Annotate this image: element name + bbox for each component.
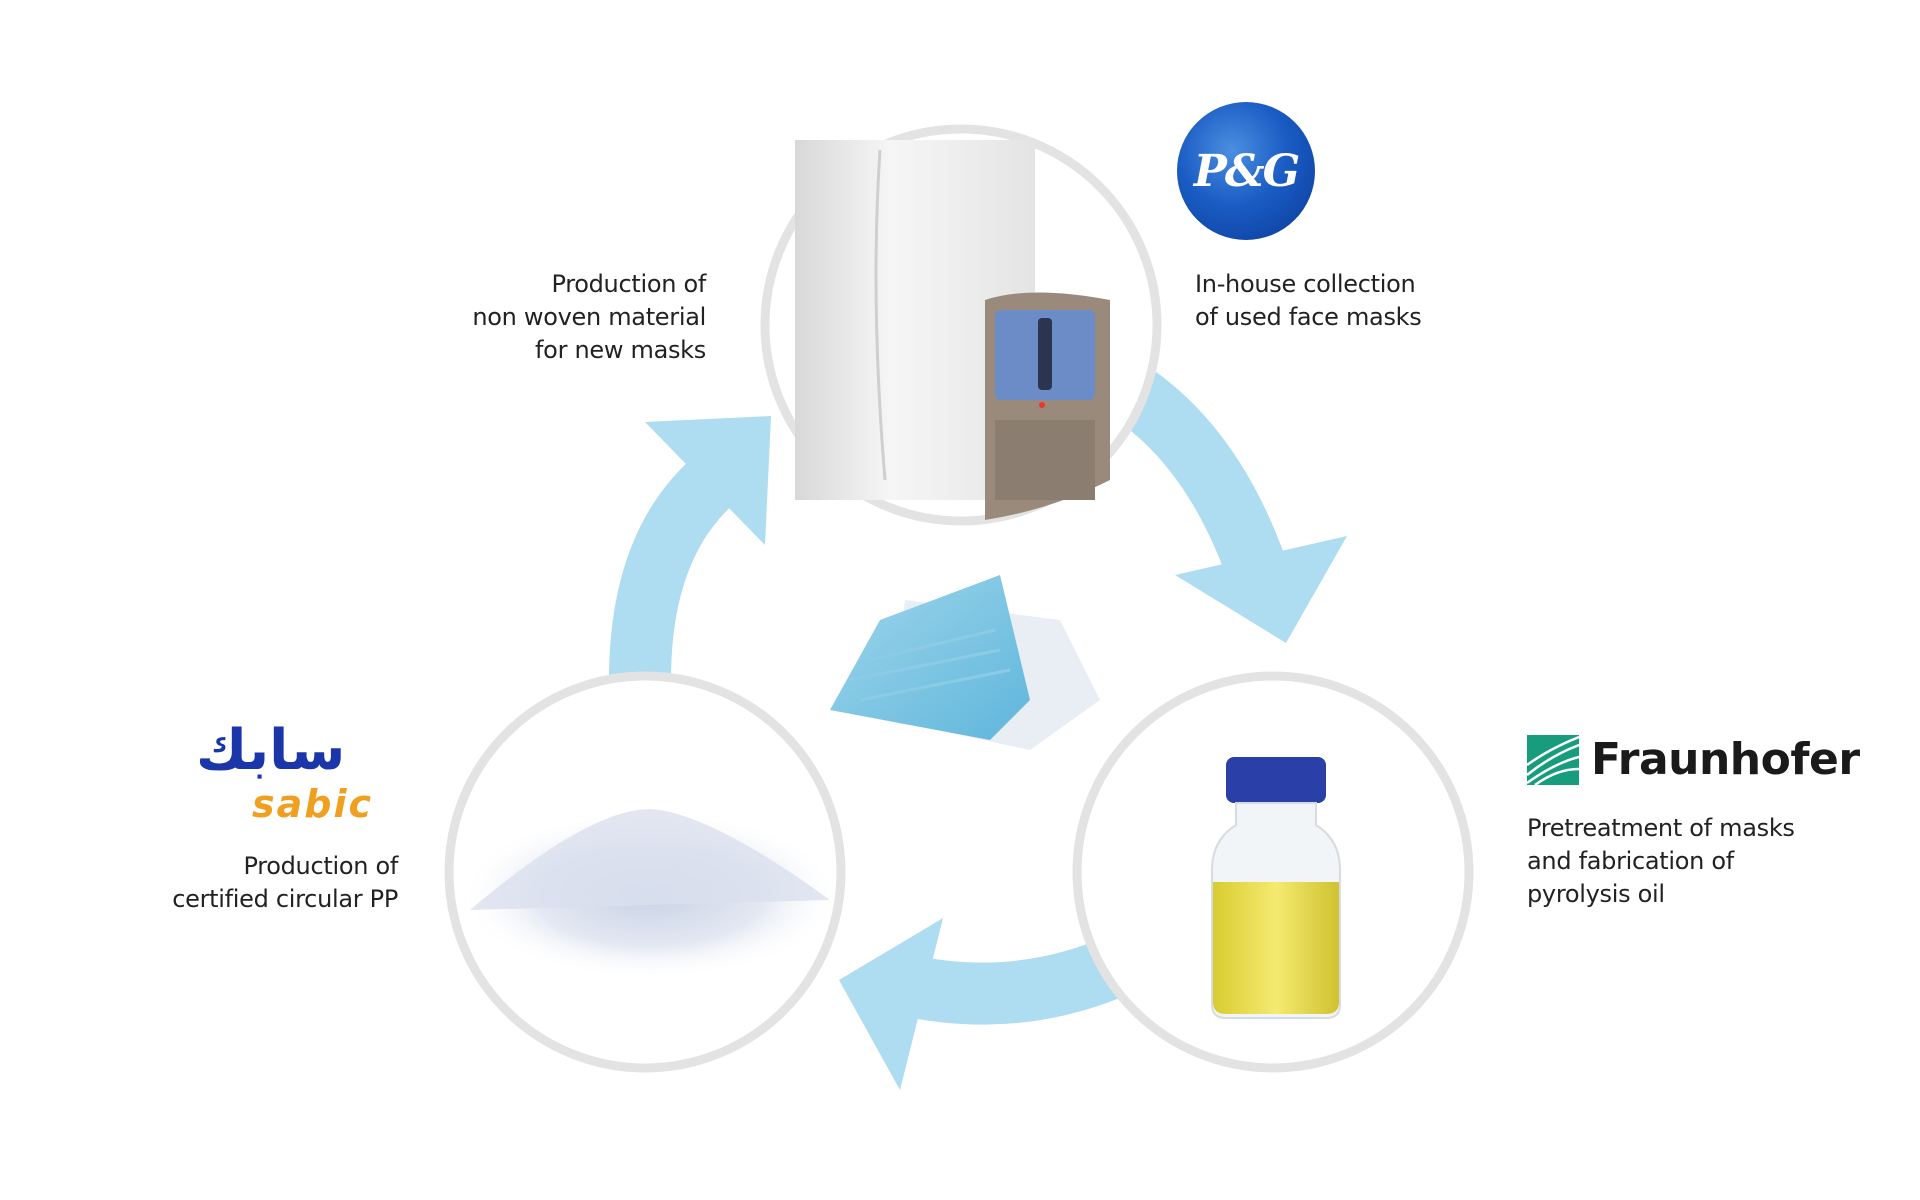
label-line: Production of — [551, 270, 706, 298]
step-collection-label: In-house collection of used face masks — [1195, 268, 1422, 334]
label-line: Production of — [243, 852, 398, 880]
label-line: In-house collection — [1195, 270, 1416, 298]
arrow-to-nonwoven — [609, 416, 771, 681]
face-masks-image — [830, 575, 1100, 750]
step-pyrolysis-label: Pretreatment of masks and fabrication of… — [1527, 812, 1795, 911]
pp-pellets-image — [460, 809, 840, 980]
arrow-to-fraunhofer — [1116, 369, 1347, 643]
circular-pp-circle — [444, 671, 846, 1073]
label-line: and fabrication of — [1527, 847, 1734, 875]
step-nonwoven-label: Production of non woven material for new… — [472, 268, 706, 367]
label-line: certified circular PP — [172, 885, 398, 913]
sabic-logo-latin: sabic — [252, 782, 374, 826]
label-line: Pretreatment of masks — [1527, 814, 1795, 842]
sabic-logo-arabic: سابك — [196, 718, 346, 783]
label-line: for new masks — [535, 336, 706, 364]
label-line: pyrolysis oil — [1527, 880, 1665, 908]
collection-bin-image — [985, 292, 1110, 520]
fraunhofer-mark-icon — [1527, 734, 1579, 785]
pyrolysis-oil-circle — [1072, 671, 1474, 1073]
arrow-to-sabic — [839, 918, 1138, 1090]
label-line: non woven material — [472, 303, 706, 331]
label-line: of used face masks — [1195, 303, 1422, 331]
fraunhofer-logo: Fraunhofer — [1527, 734, 1860, 785]
step-circular-pp-label: Production of certified circular PP — [172, 850, 398, 916]
nonwoven-collection-circle — [760, 124, 1162, 526]
fraunhofer-wordmark: Fraunhofer — [1591, 734, 1860, 785]
pg-logo: P&G — [1177, 102, 1315, 240]
oil-bottle-image — [1211, 757, 1341, 1019]
